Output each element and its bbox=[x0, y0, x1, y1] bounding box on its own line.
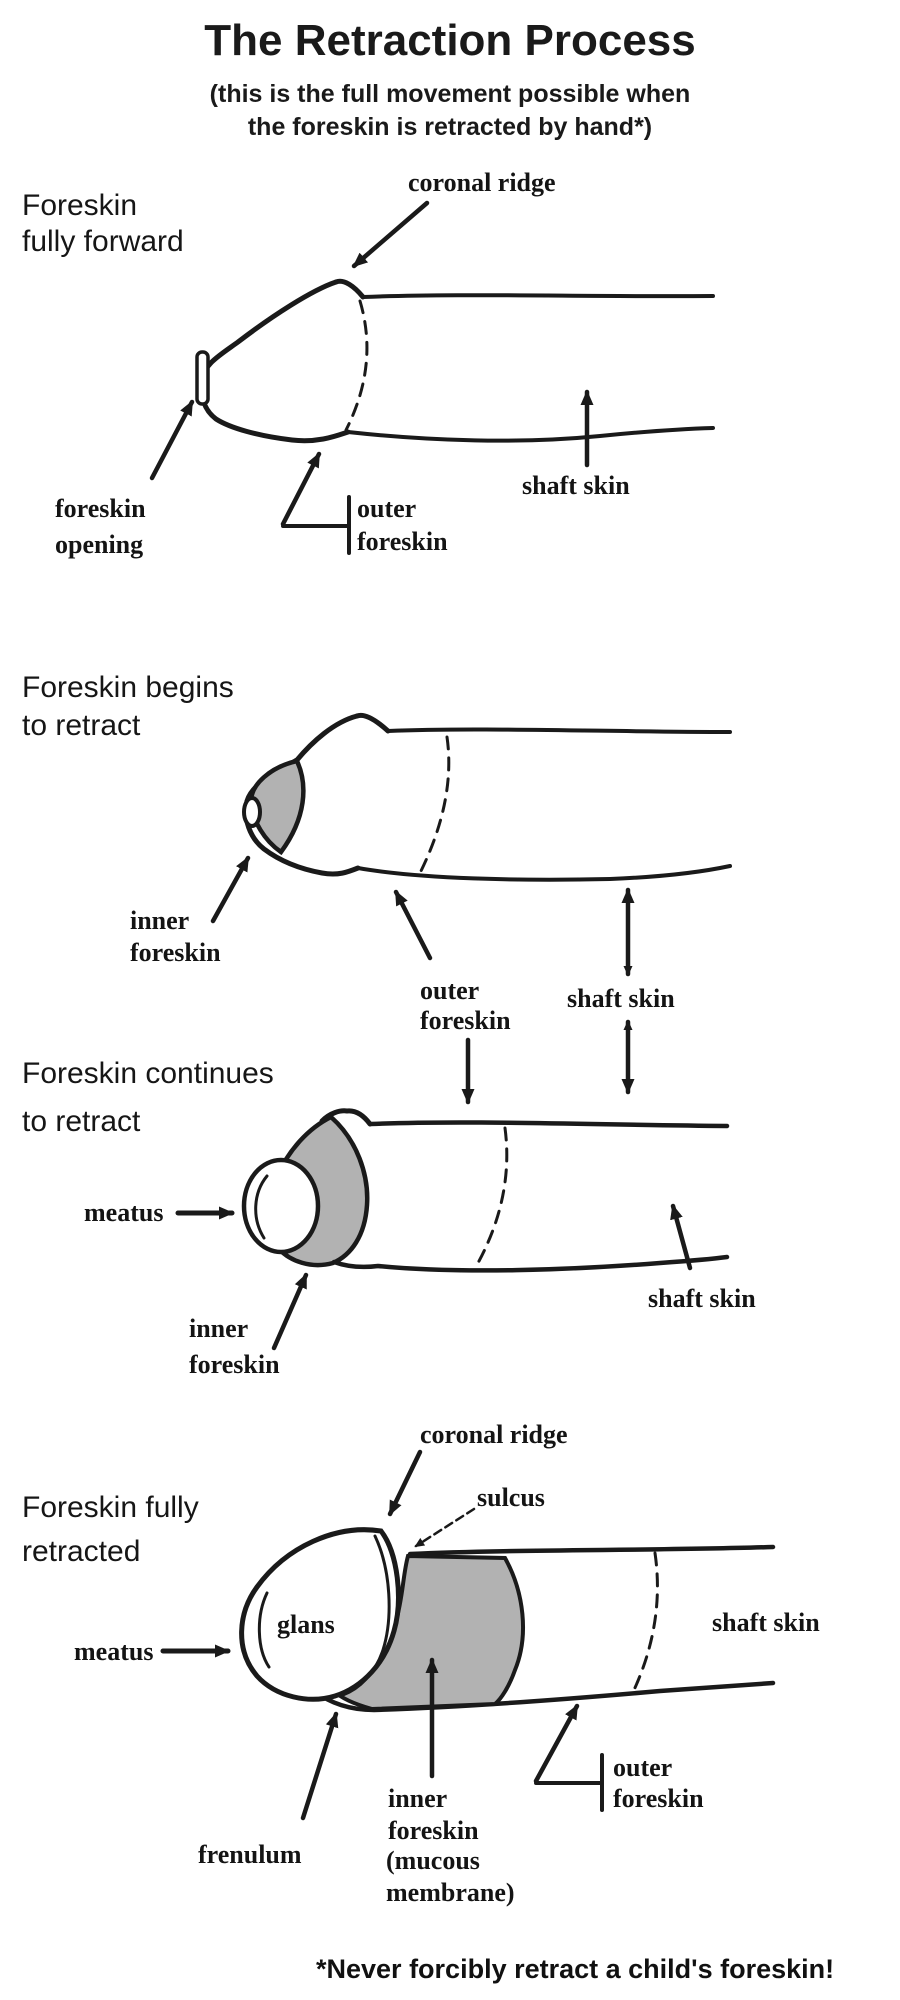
stage1-heading-line1: Foreskin bbox=[22, 189, 138, 222]
stage3-inner-foreskin-label-line2: foreskin bbox=[189, 1350, 280, 1379]
stage1-shaft-bottom-line bbox=[346, 426, 715, 443]
stage4-outer-foreskin-label-line1: outer bbox=[613, 1753, 673, 1782]
stage4-inner-foreskin-label-line2: foreskin bbox=[388, 1816, 479, 1845]
stage4-meatus-label: meatus bbox=[74, 1637, 154, 1666]
stage4-inner-foreskin-label-line1: inner bbox=[388, 1784, 448, 1813]
stage4-outer-foreskin-label-line2: foreskin bbox=[613, 1784, 704, 1813]
stage3-inner-foreskin-arrow bbox=[271, 1272, 309, 1351]
stage2-inner-foreskin-label-line1: inner bbox=[130, 906, 190, 935]
stage2-heading-line2: to retract bbox=[22, 709, 141, 742]
stage2-inner-foreskin-label-line2: foreskin bbox=[130, 938, 221, 967]
stage3-meatus-mark bbox=[254, 1174, 269, 1240]
outer-foreskin-up-arrow bbox=[393, 889, 433, 961]
stage1-foreskin-opening-arrow bbox=[149, 399, 195, 481]
stage3-shaft-bottom-line bbox=[331, 1254, 730, 1273]
outer-foreskin-label-line1: outer bbox=[420, 976, 480, 1005]
stage3-inner-foreskin-label-line1: inner bbox=[189, 1314, 249, 1343]
shaft-skin-label: shaft skin bbox=[567, 984, 675, 1013]
stage4-frenulum-arrow bbox=[300, 1711, 339, 1821]
stage3-coronal-ridge-dashed-line bbox=[476, 1126, 509, 1265]
stage2-shaft-top-line bbox=[386, 727, 732, 734]
stage3-shaft-skin-label: shaft skin bbox=[648, 1284, 756, 1313]
stage1-foreskin-opening-label-line2: opening bbox=[55, 530, 144, 559]
stage4-frenulum-label: frenulum bbox=[198, 1840, 302, 1869]
stage2-ridge-right-edge bbox=[354, 712, 391, 734]
stage1-coronal-ridge-dashed-line bbox=[344, 299, 369, 432]
stage4-heading-line2: retracted bbox=[22, 1535, 141, 1568]
footnote-warning: *Never forcibly retract a child's foresk… bbox=[316, 1954, 835, 1984]
stage4-glans-inner-arc bbox=[257, 1591, 271, 1669]
stage1-coronal-ridge-label: coronal ridge bbox=[408, 168, 556, 197]
stage3-shaft-top-line bbox=[367, 1120, 730, 1129]
stage4-inner-foreskin-label-line4: membrane) bbox=[386, 1878, 515, 1907]
stage4-sulcus-label: sulcus bbox=[477, 1483, 545, 1512]
stage1-foreskin-opening-mark bbox=[195, 350, 210, 406]
stage1-shaft-skin-label: shaft skin bbox=[522, 471, 630, 500]
stage1-heading-line2: fully forward bbox=[22, 225, 184, 258]
stage4-coronal-ridge-arrow bbox=[387, 1449, 423, 1517]
stage4-drawing bbox=[160, 1449, 776, 1821]
stage4-outer-foreskin-arrow bbox=[533, 1703, 580, 1784]
stage2-foreskin-opening-mark bbox=[242, 796, 262, 828]
stage4-outer-foreskin-bracket bbox=[534, 1753, 604, 1812]
stage1-drawing bbox=[149, 200, 715, 555]
stage1-outer-foreskin-arrow bbox=[280, 451, 322, 527]
stage2-inner-foreskin-arrow bbox=[210, 855, 251, 924]
stage1-shaft-top-line bbox=[361, 293, 715, 299]
stage2-coronal-ridge-dashed-line bbox=[418, 735, 451, 875]
stage4-inner-foreskin-label-line3: (mucous bbox=[386, 1846, 480, 1875]
page-title: The Retraction Process bbox=[204, 16, 696, 65]
stage1-foreskin-opening-label-line1: foreskin bbox=[55, 494, 146, 523]
stage2-heading-line1: Foreskin begins bbox=[22, 671, 234, 704]
stage1-foreskin-outline bbox=[199, 279, 351, 444]
stage3-ridge-outline bbox=[319, 1108, 373, 1127]
stage3-heading-line1: Foreskin continues bbox=[22, 1057, 274, 1090]
stage2-inner-foreskin-region bbox=[248, 758, 306, 856]
stage3-drawing bbox=[175, 1108, 730, 1351]
stage1-coronal-ridge-arrow bbox=[351, 200, 430, 269]
outer-foreskin-label-line2: foreskin bbox=[420, 1006, 511, 1035]
page-subtitle-line1: (this is the full movement possible when bbox=[209, 80, 691, 108]
stage4-sulcus-arrow bbox=[414, 1507, 476, 1548]
stage1-outer-foreskin-label-line2: foreskin bbox=[357, 527, 448, 556]
stage3-shaft-skin-arrow bbox=[670, 1203, 693, 1271]
stage4-heading-line1: Foreskin fully bbox=[22, 1491, 199, 1524]
stage4-shaft-skin-label: shaft skin bbox=[712, 1608, 820, 1637]
stage4-glans-label: glans bbox=[277, 1610, 335, 1639]
stage4-coronal-rim-line bbox=[341, 1534, 391, 1697]
stage4-outer-foreskin-dashed-line bbox=[632, 1551, 659, 1692]
stage1-outer-foreskin-label-line1: outer bbox=[357, 494, 417, 523]
stage1-outer-foreskin-bracket bbox=[281, 495, 351, 555]
stage1-ridge-right-edge bbox=[333, 278, 366, 300]
stage3-heading-line2: to retract bbox=[22, 1105, 141, 1138]
page-subtitle-line2: the foreskin is retracted by hand*) bbox=[247, 113, 653, 141]
stage4-glans-outline bbox=[239, 1527, 401, 1702]
stage4-coronal-ridge-label: coronal ridge bbox=[420, 1420, 568, 1449]
stage2-shaft-bottom-line bbox=[356, 864, 732, 882]
stage2-drawing bbox=[210, 712, 732, 1105]
stage4-shaft-top-line bbox=[407, 1544, 776, 1557]
stage3-meatus-label: meatus bbox=[84, 1198, 164, 1227]
